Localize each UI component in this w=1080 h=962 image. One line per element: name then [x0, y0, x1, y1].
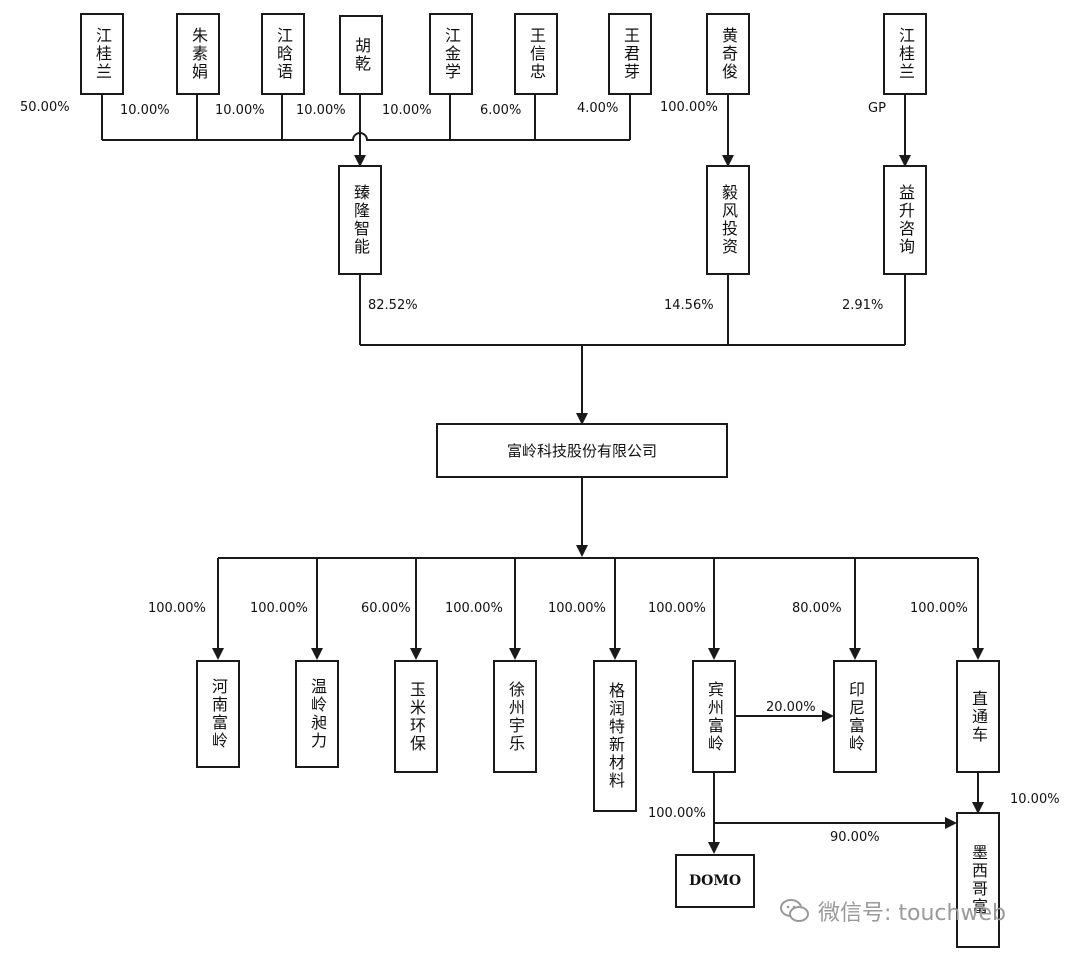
entity-yifeng-investment: 毅风投资 [706, 165, 750, 275]
percent-label: 10.00% [1010, 792, 1060, 807]
percent-label: 10.00% [215, 103, 265, 118]
entity-mexico-fuling: 墨西哥富 [956, 812, 1000, 948]
percent-label: 100.00% [648, 806, 706, 821]
percent-label: 100.00% [445, 601, 503, 616]
percent-label: 14.56% [664, 298, 714, 313]
shareholder-wang-xinzhong: 王信忠 [514, 13, 558, 95]
percent-label: 90.00% [830, 830, 880, 845]
shareholder-jiang-jinxue: 江金学 [429, 13, 473, 95]
percent-label: 60.00% [361, 601, 411, 616]
percent-label: 4.00% [577, 101, 619, 116]
company-box: 富岭科技股份有限公司 [436, 423, 728, 478]
percent-label: 100.00% [648, 601, 706, 616]
entity-yisheng-consulting: 益升咨询 [883, 165, 927, 275]
subsidiary-indonesia-fuling: 印尼富岭 [833, 660, 877, 773]
subsidiary-zhitongche: 直通车 [956, 660, 1000, 773]
subsidiary-gerunte-materials: 格润特新材料 [593, 660, 637, 812]
shareholder-jiang-guilan-gp: 江桂兰 [883, 13, 927, 95]
percent-label: 100.00% [660, 100, 718, 115]
percent-label: 6.00% [480, 103, 522, 118]
subsidiary-yumi-environmental: 玉米环保 [394, 660, 438, 773]
percent-label: 50.00% [20, 100, 70, 115]
percent-label: 100.00% [250, 601, 308, 616]
subsidiary-binzhou-fuling: 宾州富岭 [692, 660, 736, 773]
entity-domo: DOMO [675, 854, 755, 908]
subsidiary-wenling-changli: 温岭昶力 [295, 660, 339, 768]
watermark-text: 微信号: touchweb [818, 901, 1006, 926]
percent-label: 100.00% [910, 601, 968, 616]
subsidiary-xuzhou-yule: 徐州宇乐 [493, 660, 537, 773]
percent-label: 10.00% [120, 103, 170, 118]
watermark: 微信号: touchweb [780, 895, 1006, 927]
percent-label: 10.00% [382, 103, 432, 118]
shareholder-zhu-sujuan: 朱素娟 [176, 13, 220, 95]
percent-label: 20.00% [766, 700, 816, 715]
percent-label: 100.00% [148, 601, 206, 616]
percent-label: 82.52% [368, 298, 418, 313]
gp-label: GP [868, 101, 886, 116]
wechat-icon [780, 899, 809, 922]
percent-label: 100.00% [548, 601, 606, 616]
percent-label: 80.00% [792, 601, 842, 616]
entity-zhenlong-intelligent: 臻隆智能 [338, 165, 382, 275]
percent-label: 10.00% [296, 103, 346, 118]
shareholder-wang-junya: 王君芽 [608, 13, 652, 95]
shareholder-hu-qian: 胡乾 [339, 15, 383, 95]
shareholder-jiang-guilan: 江桂兰 [80, 13, 124, 95]
percent-label: 2.91% [842, 298, 884, 313]
shareholder-jiang-hanyu: 江晗语 [261, 13, 305, 95]
shareholder-huang-qijun: 黄奇俊 [706, 13, 750, 95]
subsidiary-henan-fuling: 河南富岭 [196, 660, 240, 768]
